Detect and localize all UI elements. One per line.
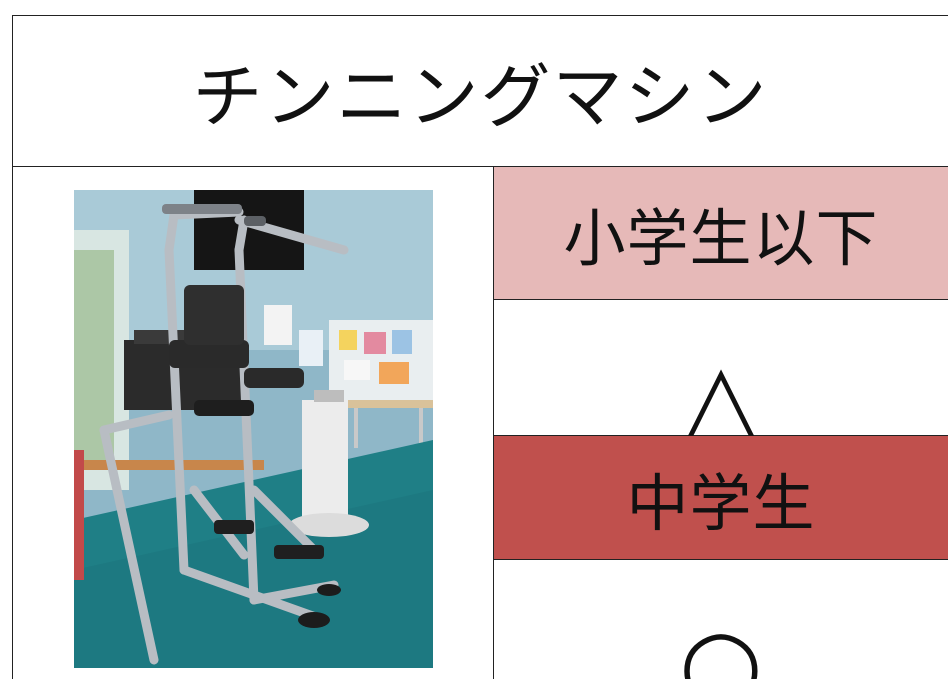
circle-mark: ○ bbox=[679, 606, 763, 679]
chinning-machine-illustration bbox=[74, 190, 433, 668]
triangle-mark: △ bbox=[684, 341, 758, 454]
category-elementary-mark-cell: △ bbox=[494, 300, 948, 446]
chinning-machine-photo bbox=[74, 190, 433, 668]
category-elementary-label: 小学生以下 bbox=[563, 202, 879, 275]
title-cell: チンニングマシン bbox=[12, 15, 948, 167]
category-elementary-header: 小学生以下 bbox=[494, 167, 948, 300]
category-junior-high-label: 中学生 bbox=[626, 466, 816, 540]
page-title: チンニングマシン bbox=[192, 55, 769, 138]
category-junior-high-header: 中学生 bbox=[494, 436, 948, 560]
category-junior-high-mark-cell: ○ bbox=[494, 560, 948, 679]
photo-cell bbox=[12, 167, 494, 679]
